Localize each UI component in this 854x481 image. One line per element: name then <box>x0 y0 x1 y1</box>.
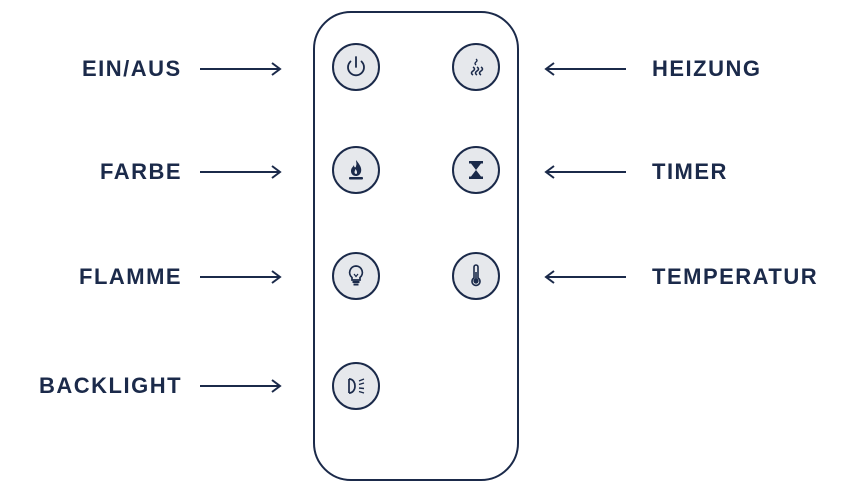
label-temperature: TEMPERATUR <box>652 264 819 289</box>
heating-button[interactable] <box>452 43 500 91</box>
arrow-flame <box>198 269 284 285</box>
arrow-power <box>198 61 284 77</box>
label-backlight: BACKLIGHT <box>39 373 183 398</box>
power-button[interactable] <box>332 43 380 91</box>
arrow-backlight <box>198 378 284 394</box>
remote-diagram: EIN/AUS FARBE FLAMME BACKLIGHT HEIZUNG T… <box>39 11 819 481</box>
label-flame: FLAMME <box>79 264 183 289</box>
arrow-timer <box>542 164 628 180</box>
label-heating: HEIZUNG <box>652 56 762 81</box>
heat-waves-icon <box>461 52 491 82</box>
color-button[interactable] <box>332 146 380 194</box>
label-timer: TIMER <box>652 159 728 184</box>
flame-icon <box>341 155 371 185</box>
label-color: FARBE <box>100 159 183 184</box>
arrow-temperature <box>542 269 628 285</box>
power-icon <box>341 52 371 82</box>
label-power: EIN/AUS <box>82 56 182 81</box>
headlight-icon <box>341 371 371 401</box>
timer-button[interactable] <box>452 146 500 194</box>
backlight-button[interactable] <box>332 362 380 410</box>
arrow-heating <box>542 61 628 77</box>
flame-level-button[interactable] <box>332 252 380 300</box>
light-bulb-icon <box>341 261 371 291</box>
thermometer-icon <box>461 261 491 291</box>
temperature-button[interactable] <box>452 252 500 300</box>
arrow-color <box>198 164 284 180</box>
hourglass-icon <box>461 155 491 185</box>
